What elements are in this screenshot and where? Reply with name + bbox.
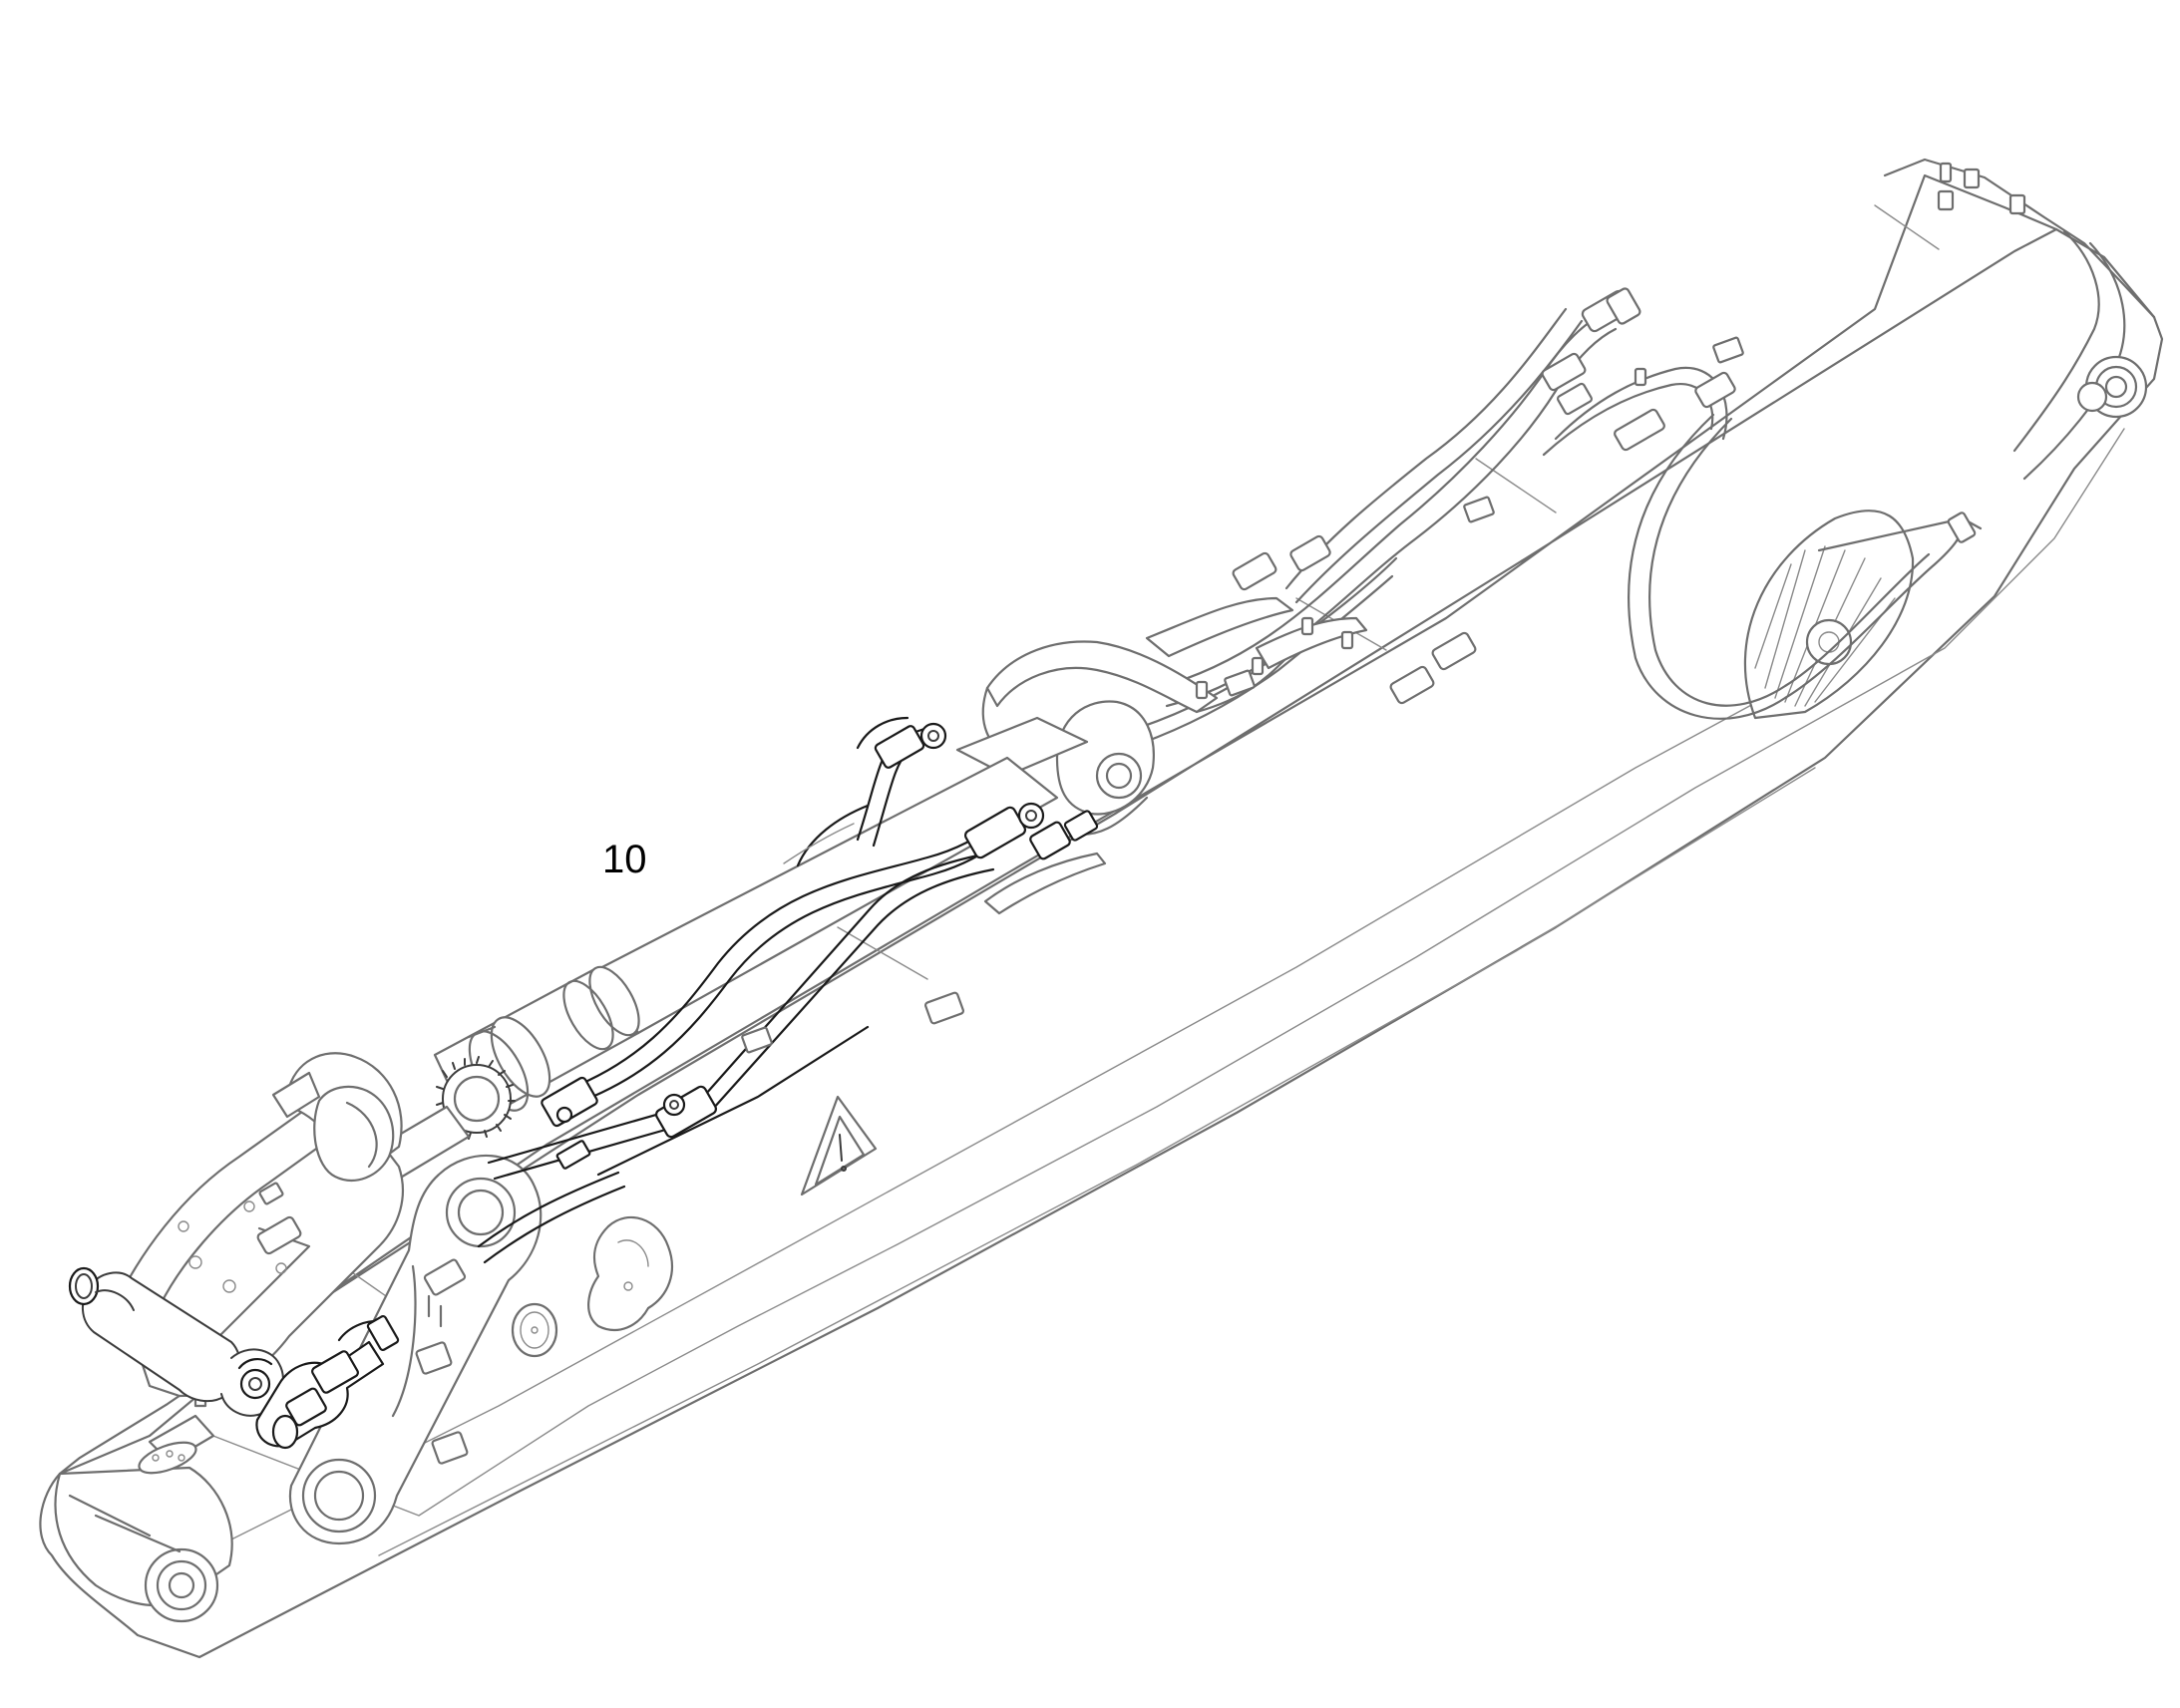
bucket-pivot-boss <box>2076 355 2148 419</box>
callout-label: 10 <box>602 838 647 881</box>
side-plate-bosses <box>511 1215 673 1358</box>
side-link-plate <box>288 1154 543 1545</box>
hose-loop-right <box>1628 413 1977 720</box>
hose-fittings-top <box>1232 287 1736 705</box>
hose-clamps <box>541 716 1099 1170</box>
rib-fan <box>1743 510 1983 720</box>
hydraulic-cylinder <box>377 756 1059 1181</box>
mounting-pads <box>741 162 2026 1054</box>
hydraulic-coupling <box>255 1315 400 1450</box>
callout-10-leader <box>783 823 855 864</box>
warning-triangle-icon <box>800 1095 878 1196</box>
cylinder-clevis-pin <box>68 1266 284 1417</box>
arm-foot-pin <box>54 1390 233 1623</box>
crosshead-link <box>955 596 1368 915</box>
